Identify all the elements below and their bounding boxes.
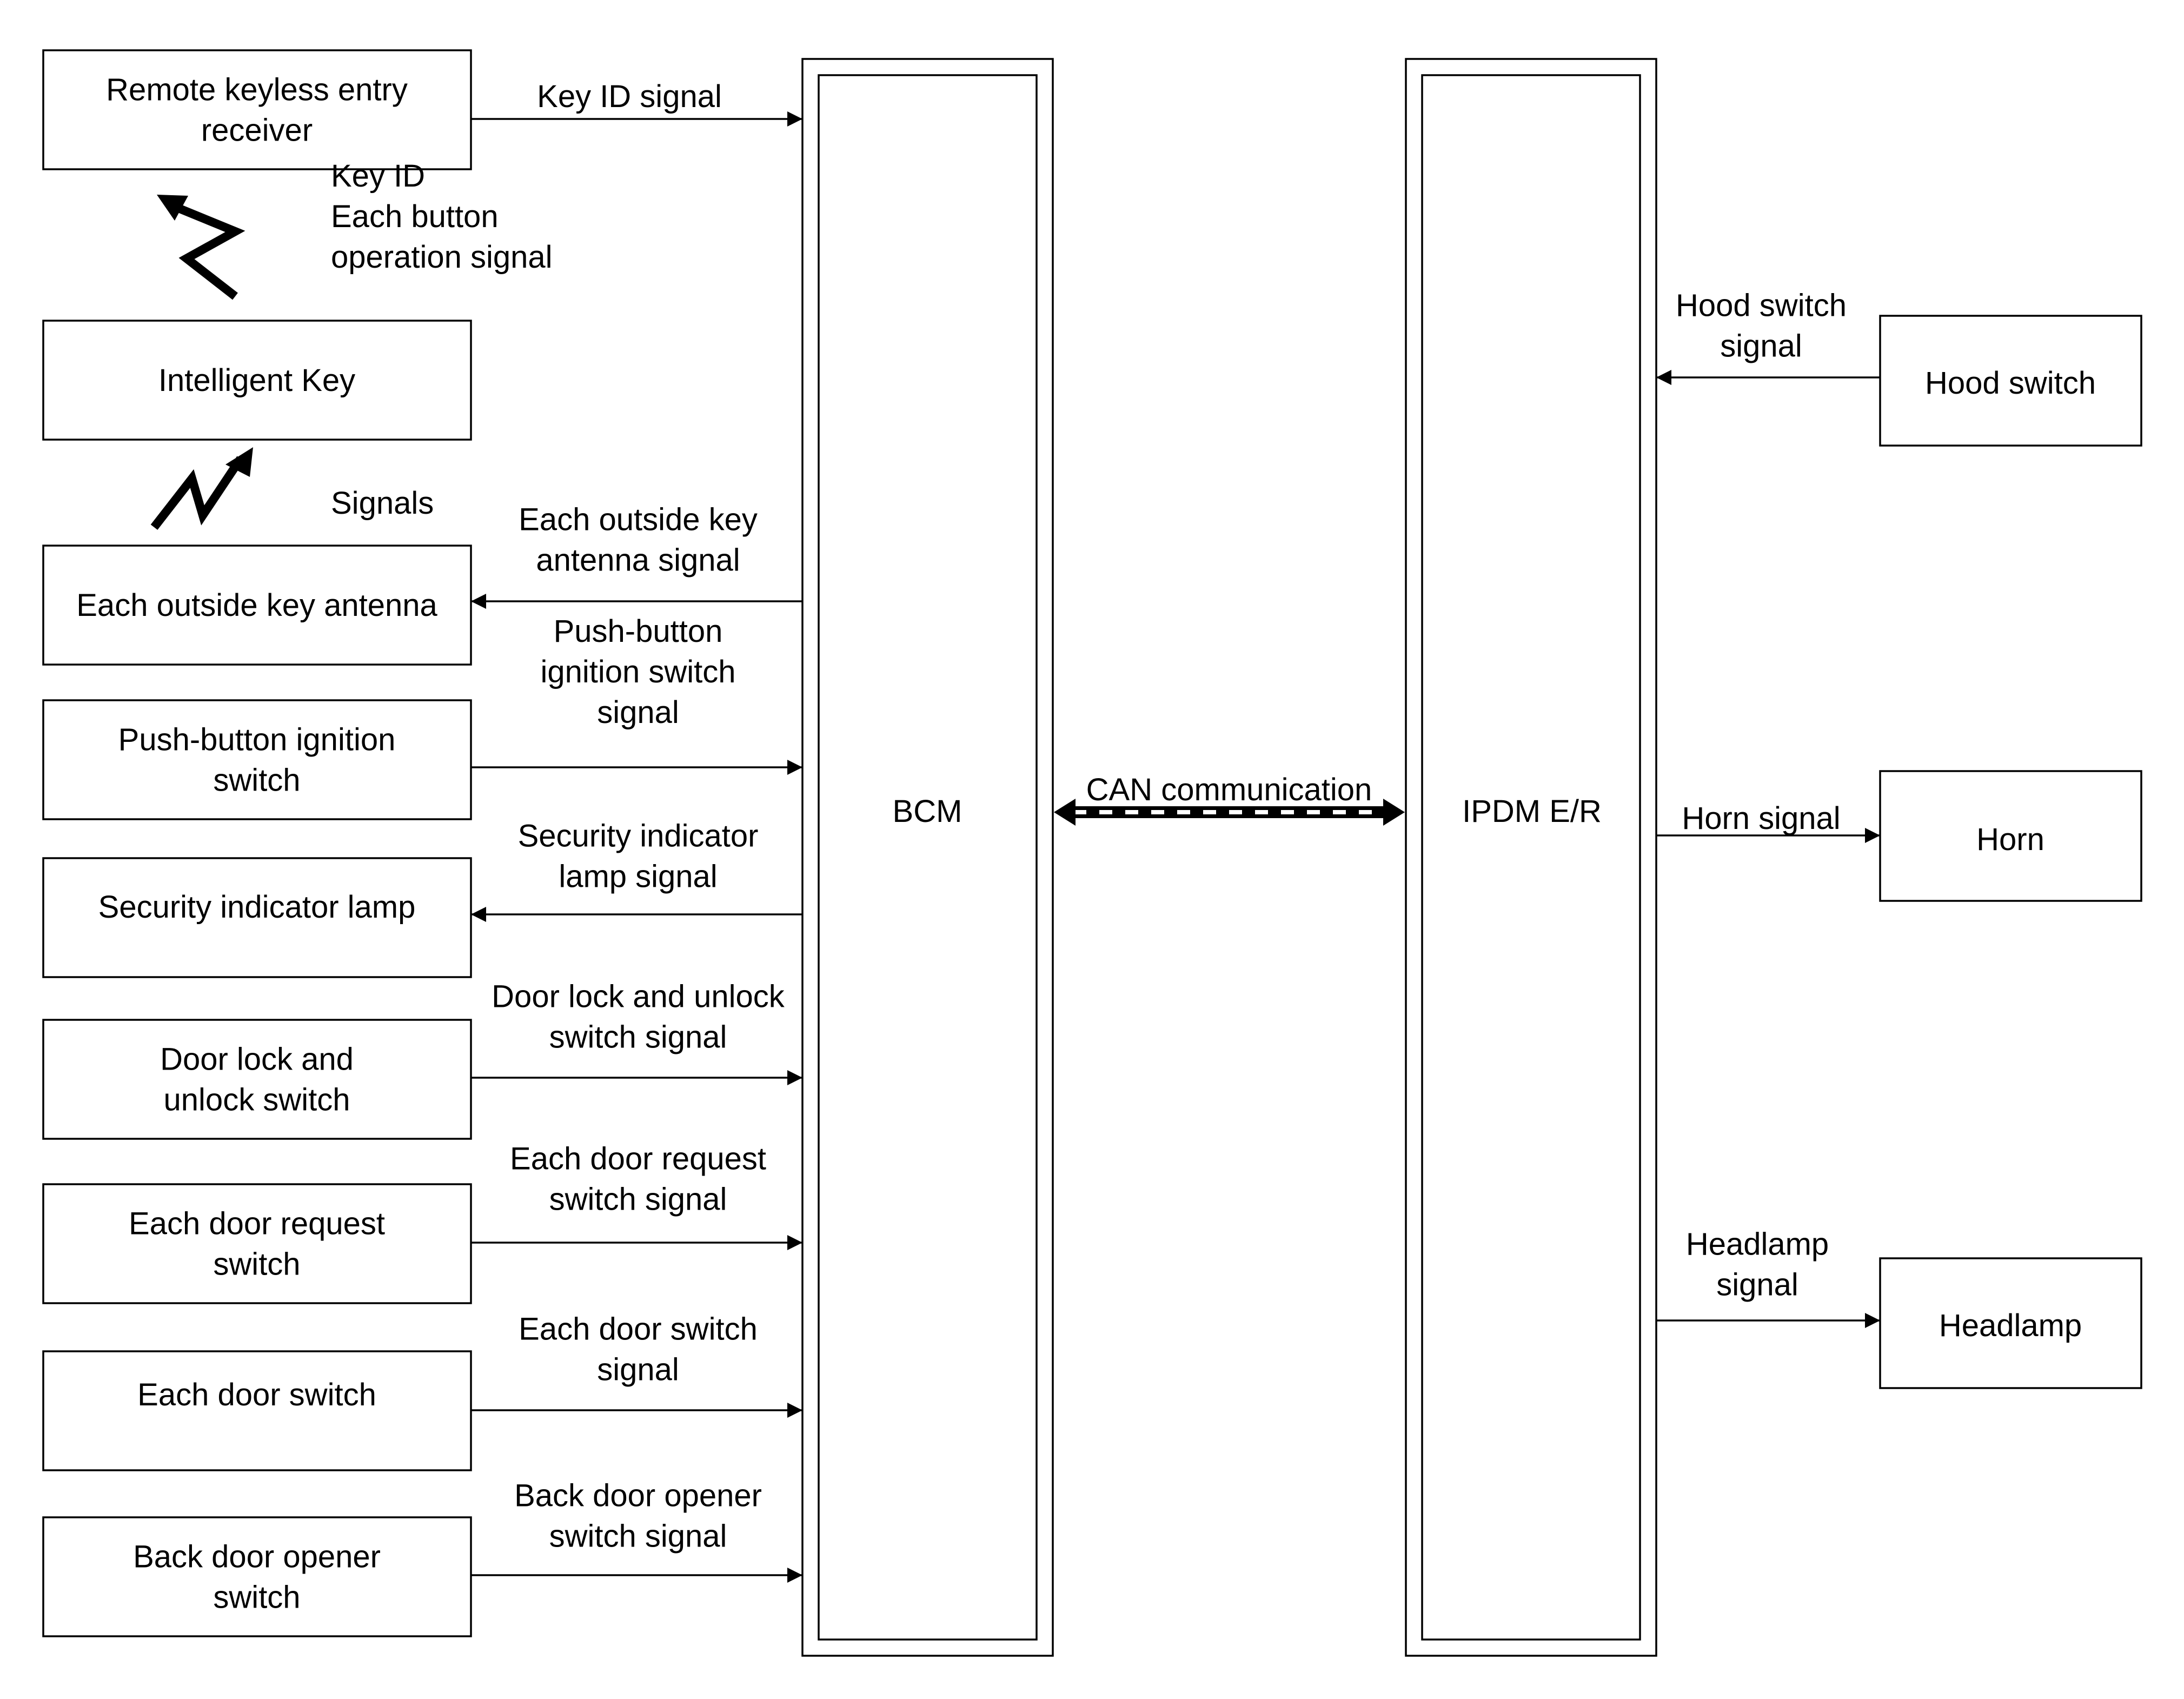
label-line: Security indicator lamp: [98, 890, 416, 925]
each-door-request-switch-label: Each door request switch: [129, 1206, 385, 1282]
security-indicator-lamp-signal-label: Security indicator lamp signal: [518, 819, 759, 894]
label-line: Headlamp: [1939, 1308, 2082, 1343]
each-door-switch-signal-label: Each door switch signal: [519, 1312, 758, 1388]
each-door-request-switch-signal-label: Each door request switch signal: [510, 1141, 766, 1217]
back-door-opener-switch-box: Back door opener switch: [42, 1516, 472, 1637]
label-line: IPDM E/R: [1462, 794, 1602, 829]
label-line: switch: [213, 763, 300, 798]
hood-switch-box: Hood switch: [1879, 315, 2142, 447]
door-lock-and-unlock-switch-signal-label: Door lock and unlock switch signal: [492, 979, 785, 1055]
label-line: Hood switch: [1925, 366, 2096, 401]
label-line: Each button: [331, 199, 499, 234]
horn-signal-label: Horn signal: [1682, 801, 1840, 836]
label-line: ignition switch: [540, 654, 735, 689]
intelligent-key-box: Intelligent Key: [42, 320, 472, 441]
label-line: Horn: [1976, 822, 2044, 857]
label-line: BCM: [893, 794, 962, 829]
label-line: signal: [597, 695, 679, 730]
hood-switch-signal-label: Hood switch signal: [1676, 288, 1847, 364]
ipdm-er-box: IPDM E/R: [1405, 58, 1657, 1657]
label-line: Each door request: [510, 1141, 766, 1177]
bcm-box: BCM: [801, 58, 1054, 1657]
bcm-label: BCM: [893, 794, 962, 829]
each-door-switch-label: Each door switch: [137, 1377, 376, 1412]
label-line: Push-button ignition: [118, 722, 396, 758]
headlamp-label: Headlamp: [1939, 1308, 2082, 1343]
label-line: Key ID: [331, 158, 425, 194]
label-line: lamp signal: [559, 859, 717, 894]
label-line: Signals: [331, 486, 434, 521]
label-line: CAN communication: [1086, 772, 1372, 807]
label-line: Back door opener: [133, 1539, 381, 1575]
label-line: switch signal: [549, 1519, 727, 1554]
label-line: Each door request: [129, 1206, 385, 1242]
back-door-opener-switch-signal-label: Back door opener switch signal: [514, 1478, 762, 1554]
label-line: Intelligent Key: [158, 363, 355, 398]
headlamp-box: Headlamp: [1879, 1257, 2142, 1389]
security-indicator-lamp-label: Security indicator lamp: [98, 890, 416, 925]
label-line: Each outside key: [519, 502, 758, 537]
wireless-zigzag-signals-arrow: [150, 447, 253, 530]
each-outside-key-antenna-box: Each outside key antenna: [42, 545, 472, 666]
label-line: switch signal: [549, 1182, 727, 1217]
can-communication-label: CAN communication: [1086, 772, 1372, 807]
label-line: switch: [213, 1580, 300, 1615]
label-line: switch signal: [549, 1020, 727, 1055]
label-line: Each door switch: [519, 1312, 758, 1347]
push-button-ignition-switch-label: Push-button ignition switch: [118, 722, 396, 798]
label-line: Horn signal: [1682, 801, 1840, 836]
label-line: Security indicator: [518, 819, 759, 854]
door-lock-and-unlock-switch-box: Door lock and unlock switch: [42, 1019, 472, 1140]
label-line: Each outside key antenna: [76, 588, 437, 623]
hood-switch-label: Hood switch: [1925, 366, 2096, 401]
push-button-ignition-switch-signal-label: Push-button ignition switch signal: [540, 614, 735, 730]
security-indicator-lamp-box: Security indicator lamp: [42, 857, 472, 978]
label-line: Headlamp: [1686, 1227, 1829, 1262]
label-line: signal: [1720, 329, 1802, 364]
intelligent-key-label: Intelligent Key: [158, 363, 355, 398]
label-line: Remote keyless entry: [106, 72, 408, 108]
back-door-opener-switch-label: Back door opener switch: [133, 1539, 381, 1615]
push-button-ignition-switch-box: Push-button ignition switch: [42, 699, 472, 820]
label-line: Push-button: [554, 614, 723, 649]
each-door-switch-box: Each door switch: [42, 1350, 472, 1471]
label-line: Each door switch: [137, 1377, 376, 1412]
label-line: unlock switch: [164, 1083, 350, 1118]
wireless-zigzag-up-arrow: [157, 195, 245, 300]
horn-label: Horn: [1976, 822, 2044, 857]
label-line: switch: [213, 1247, 300, 1282]
horn-box: Horn: [1879, 770, 2142, 902]
door-lock-and-unlock-switch-label: Door lock and unlock switch: [160, 1042, 354, 1118]
label-line: receiver: [201, 113, 313, 148]
label-line: signal: [597, 1352, 679, 1388]
headlamp-signal-label: Headlamp signal: [1686, 1227, 1829, 1303]
ipdm-er-label: IPDM E/R: [1462, 794, 1602, 829]
label-line: signal: [1716, 1267, 1798, 1303]
signals-label: Signals: [331, 486, 434, 521]
label-line: Door lock and: [160, 1042, 354, 1077]
label-line: antenna signal: [536, 543, 740, 578]
key-id-each-button-operation-signal-label: Key ID Each button operation signal: [331, 158, 553, 275]
can-communication-bus: [1054, 799, 1405, 826]
each-door-request-switch-box: Each door request switch: [42, 1183, 472, 1304]
key-id-signal-label: Key ID signal: [537, 79, 722, 114]
label-line: Back door opener: [514, 1478, 762, 1514]
each-outside-key-antenna-label: Each outside key antenna: [76, 588, 437, 623]
label-line: Door lock and unlock: [492, 979, 785, 1014]
remote-keyless-entry-receiver-box: Remote keyless entry receiver: [42, 49, 472, 170]
label-line: operation signal: [331, 240, 553, 275]
label-line: Key ID signal: [537, 79, 722, 114]
remote-keyless-entry-receiver-label: Remote keyless entry receiver: [106, 72, 408, 148]
each-outside-key-antenna-signal-label: Each outside key antenna signal: [519, 502, 758, 578]
label-line: Hood switch: [1676, 288, 1847, 323]
